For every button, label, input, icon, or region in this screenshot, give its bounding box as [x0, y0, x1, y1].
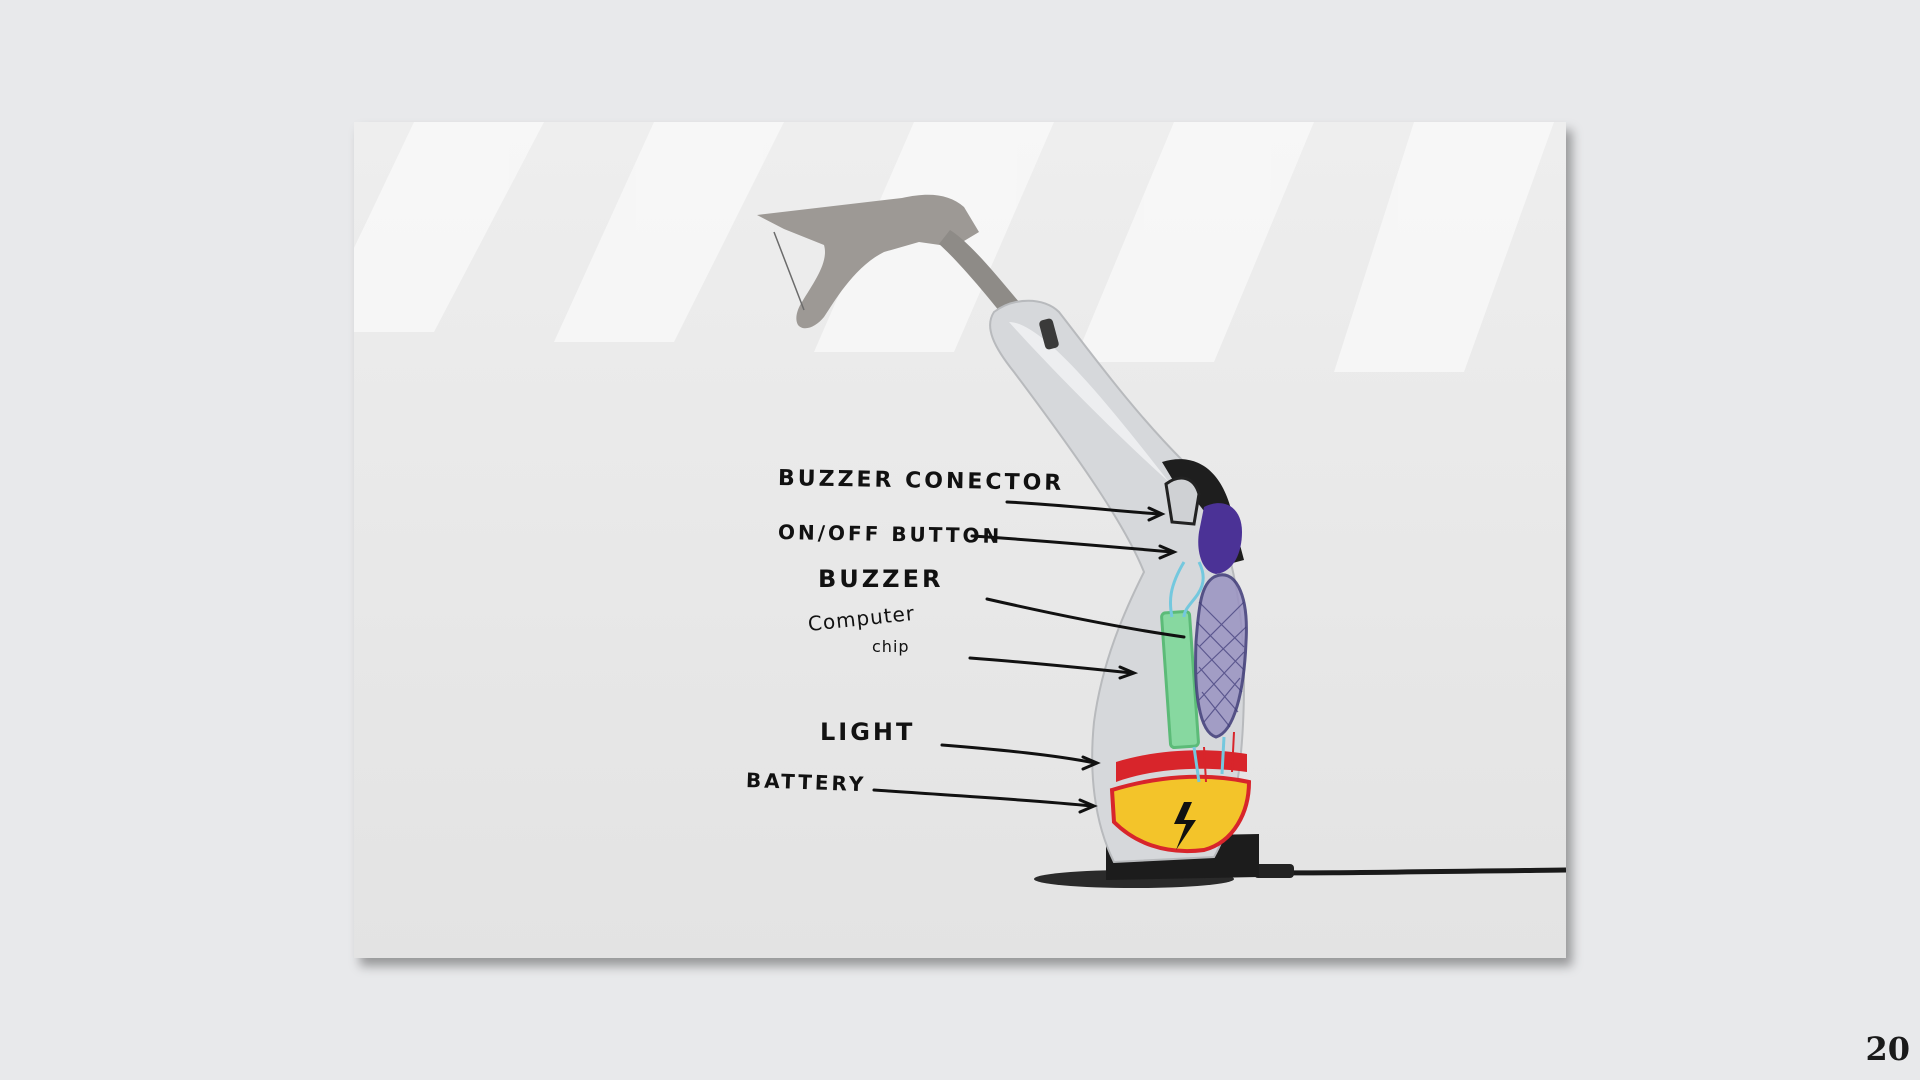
page-number: 20 [1865, 1030, 1910, 1068]
product-render-card: BUZZER CONECTOR ON/OFF BUTTON BUZZER Com… [354, 122, 1566, 958]
on-off-button-sketch [1198, 503, 1242, 574]
buzzer-label: BUZZER [818, 565, 943, 593]
on-off-button-label: ON/OFF BUTTON [778, 520, 1003, 548]
floss-string [774, 232, 804, 310]
light-label: LIGHT [820, 718, 915, 746]
buzzer-connector-label: BUZZER CONECTOR [778, 466, 1065, 496]
buzzer-connector-sketch [1166, 478, 1199, 524]
battery-label: BATTERY [746, 768, 867, 796]
computer-chip-label-line2: chip [872, 637, 910, 656]
